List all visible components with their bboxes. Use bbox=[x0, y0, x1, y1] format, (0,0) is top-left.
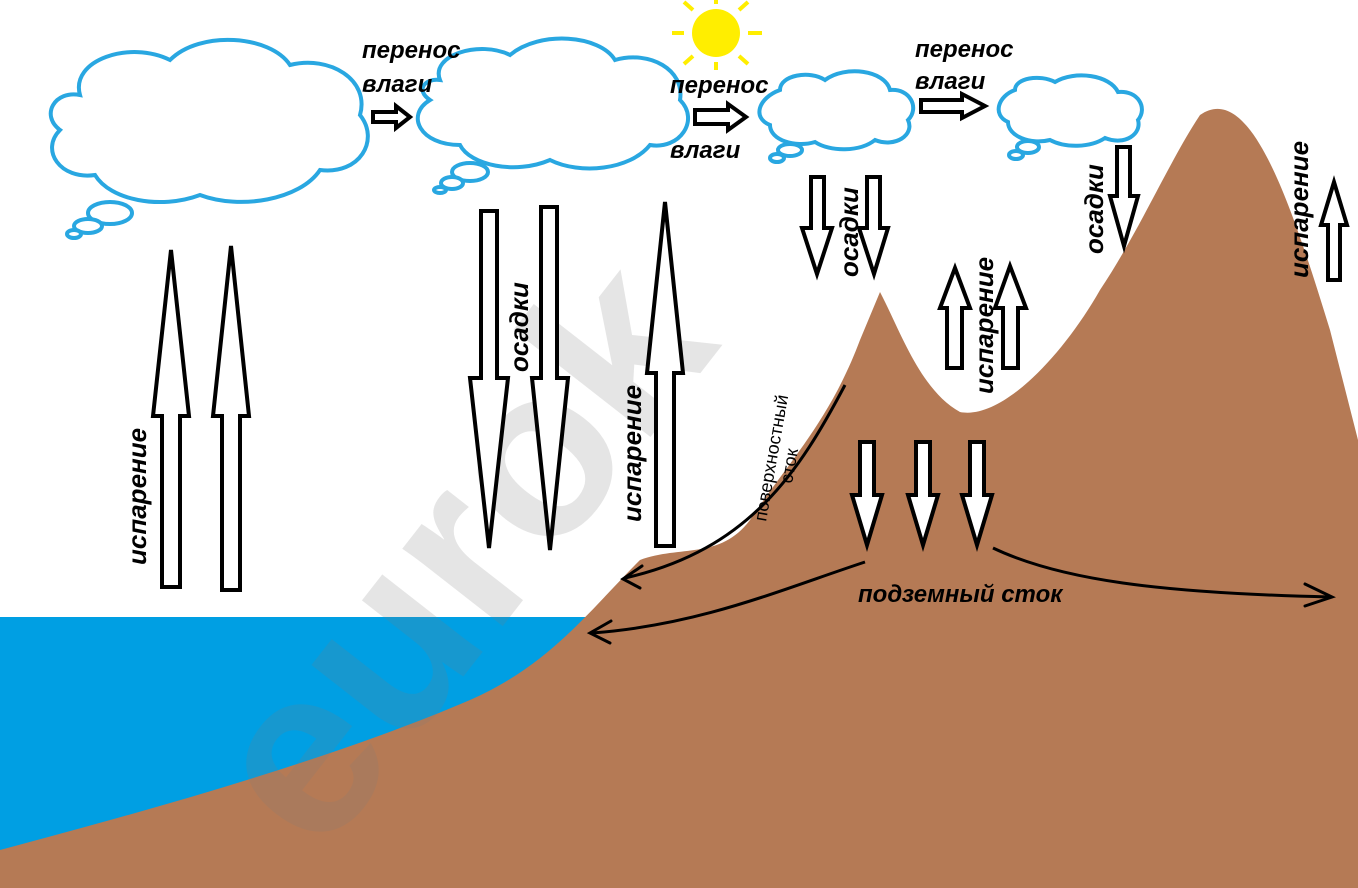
transfer-arrow bbox=[693, 100, 750, 134]
cloud-icon bbox=[415, 36, 691, 195]
cloud-icon bbox=[996, 73, 1144, 161]
underground-runoff-arrowhead-right bbox=[1303, 582, 1336, 608]
infiltration-arrow-down bbox=[849, 440, 885, 552]
label-transfer-2-bottom: влаги bbox=[670, 137, 741, 164]
label-precipitation-3: осадки bbox=[1079, 164, 1109, 254]
precipitation-arrow-down bbox=[1107, 145, 1141, 254]
label-transfer-3-bottom: влаги bbox=[915, 68, 986, 95]
precipitation-arrow-down bbox=[467, 209, 511, 549]
label-evaporation-2: испарение bbox=[617, 385, 647, 522]
label-evaporation-3: испарение bbox=[969, 257, 999, 394]
sun-icon bbox=[672, 0, 762, 70]
evaporation-arrow-up bbox=[1318, 175, 1350, 282]
underground-runoff-arrowhead-left bbox=[586, 619, 613, 645]
transfer-arrow bbox=[371, 101, 414, 133]
cloud-icon bbox=[757, 69, 916, 164]
underground-runoff-arrow-left bbox=[591, 560, 866, 635]
underground-runoff-arrow-right bbox=[992, 546, 1331, 599]
label-transfer-1-top: перенос bbox=[362, 37, 461, 64]
infiltration-arrow-down bbox=[905, 440, 941, 552]
surface-runoff-arrow bbox=[624, 384, 847, 580]
infiltration-arrow-down bbox=[959, 440, 995, 552]
evaporation-arrow-up bbox=[210, 245, 252, 592]
label-precipitation-2: осадки bbox=[834, 187, 864, 277]
cloud-icon bbox=[48, 37, 370, 240]
evaporation-arrow-up bbox=[937, 262, 973, 370]
label-transfer-1-bottom: влаги bbox=[362, 71, 433, 98]
surface-runoff-arrowhead bbox=[620, 564, 644, 590]
label-evaporation-4: испарение bbox=[1284, 141, 1314, 278]
transfer-arrow bbox=[919, 90, 990, 122]
label-underground-runoff: подземный сток bbox=[858, 581, 1064, 608]
land-mountains bbox=[0, 108, 1358, 888]
evaporation-arrow-up bbox=[150, 249, 192, 589]
precipitation-arrow-down bbox=[799, 175, 835, 281]
evaporation-arrow-up bbox=[644, 201, 686, 548]
label-transfer-3-top: перенос bbox=[915, 36, 1014, 63]
precipitation-arrow-down bbox=[856, 175, 891, 281]
evaporation-arrow-up bbox=[992, 260, 1029, 370]
label-evaporation-1: испарение bbox=[122, 428, 152, 565]
precipitation-arrow-down bbox=[529, 205, 571, 551]
label-precipitation-1: осадки bbox=[504, 282, 534, 372]
label-transfer-2-top: перенос bbox=[670, 72, 769, 99]
